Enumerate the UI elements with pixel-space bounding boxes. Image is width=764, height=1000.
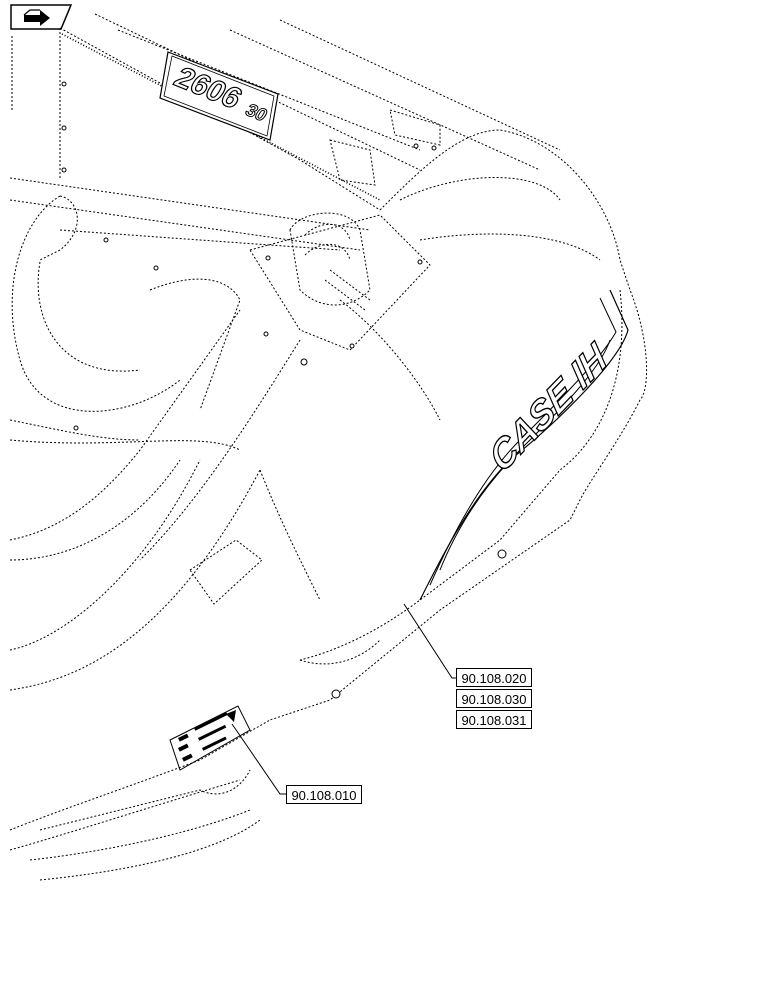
ref-90-108-030[interactable]: 90.108.030 (456, 689, 532, 708)
ref-90-108-031[interactable]: 90.108.031 (456, 710, 532, 729)
ref-90-108-020[interactable]: 90.108.020 (456, 668, 532, 687)
model-decal (159, 51, 279, 141)
ref-90-108-010[interactable]: 90.108.010 (286, 785, 362, 804)
safety-decal (178, 710, 236, 762)
brand-logo-text: CASE IH (483, 334, 615, 482)
